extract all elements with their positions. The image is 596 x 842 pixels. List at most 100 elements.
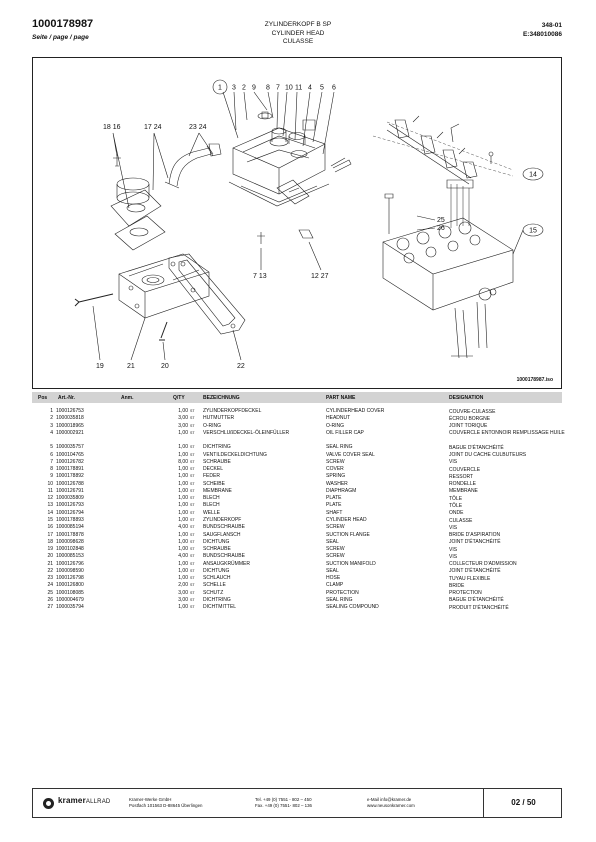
callout-label: 2 [242,85,246,92]
kramer-logo: kramerALLRAD [33,789,121,817]
row-article-number: 1000178893 [56,517,84,523]
callout-label: 11 [295,85,302,92]
row-name-french: TUYAU FLEXIBLE [449,575,491,582]
row-quantity: 1,00 [178,466,188,473]
row-pos: 8 [50,466,53,473]
row-name-french: ÉCROU BORGNE [449,415,491,422]
exploded-view-figure: 1 3 2 9 8 7 10 11 4 5 6 18 16 17 24 23 2… [32,57,562,389]
rocker-shaft-group [386,115,494,185]
row-name-english: DIAPHRAGM [326,487,357,494]
row-article-number: 1000098590 [56,567,84,574]
row-article-number: 1000035818 [56,415,84,422]
row-article-number: 1000178878 [56,531,84,538]
footer-address: Kramer-Werke GmbH Postfach 101563 D-8864… [129,797,202,809]
row-name-german: SCHRAUBE [203,458,231,465]
doc-ref: E:348010086 [522,31,562,38]
row-quantity: 3,00 [178,596,188,603]
callout-row-top: 1 3 2 9 8 7 10 11 4 5 6 [212,79,336,155]
row-article-number: 1000098628 [56,538,84,545]
row-name-french: COLLECTEUR D'ADMISSION [449,561,517,568]
row-unit: ST [190,554,195,559]
row-pos: 27 [47,604,53,611]
row-name-german: VERSCHLUßDECKEL-ÖLEINFÜLLER [203,429,290,436]
row-quantity: 3,00 [178,589,188,596]
row-unit: ST [190,481,195,486]
row-article-number: 1000104765 [56,451,84,458]
row-quantity: 1,00 [178,546,188,553]
row-quantity: 1,00 [178,560,188,567]
row-quantity: 2,00 [178,582,188,589]
row-pos: 25 [47,589,53,596]
row-name-english: COVER [326,466,344,473]
col-qty-header: Q/TY [173,395,185,401]
title-french: CULASSE [282,38,314,46]
row-name-english: SCREW [326,458,345,465]
row-name-english: PLATE [326,502,342,509]
row-article-number: 1000102848 [56,546,84,553]
row-name-english: SHAFT [326,509,343,516]
row-name-french: BRIDE D'ASPIRATION [449,532,501,539]
row-name-german: DECKEL [203,466,224,473]
callout-22: 22 [237,363,245,370]
row-name-english: SUCTION FLANGE [326,531,370,538]
row-name-french: MEMBRANE [449,488,478,495]
row-name-french: RONDELLE [449,481,476,488]
row-unit: ST [190,452,195,457]
row-unit: ST [190,597,195,602]
email: e-Mail info@kramer.de [367,797,412,802]
callout-label: 8 [266,85,270,92]
row-unit: ST [190,503,195,508]
row-name-english: HEADNUT [326,415,351,422]
row-article-number: 1000002921 [56,429,84,436]
telephone: Tel. +49 (0) 7551 - 802 – 450 [255,797,312,802]
row-name-french: BAGUE D'ÉTANCHÉITÉ [449,597,504,604]
row-unit: ST [190,409,195,413]
row-article-number: 1000126800 [56,582,84,589]
row-article-number: 1000126798 [56,575,84,582]
intake-manifold-group [118,253,210,319]
row-unit: ST [190,430,195,435]
row-name-german: SAUGFLANSCH [203,531,241,538]
row-name-english: SCREW [326,524,345,531]
row-quantity: 1,00 [178,502,188,509]
row-quantity: 1,00 [178,451,188,458]
row-quantity: 4,00 [178,524,188,531]
row-name-german: BUNDSCHRAUBE [203,553,245,560]
row-pos: 23 [47,575,53,582]
row-name-french: PRODUIT D'ÉTANCHÉITÉ [449,604,509,611]
row-name-english: CYLINDER HEAD [326,517,367,523]
kramer-wordmark: kramerALLRAD [58,796,111,806]
col-en-header: PART NAME [326,395,356,401]
row-name-german: VENTILDECKELDICHTUNG [203,451,267,458]
row-pos: 14 [47,509,53,516]
row-unit: ST [190,547,195,552]
row-name-french: TÔLE [449,495,463,502]
page-label: Seite / page / page [32,34,89,41]
row-pos: 2 [50,415,53,422]
row-name-english: PLATE [326,495,342,502]
row-article-number: 1000035809 [56,495,84,502]
part-number: 1000178987 [32,18,94,30]
row-name-german: DICHTMITTEL [203,604,237,611]
cylinder-head-group [382,179,514,359]
row-name-english: CYLINDERHEAD COVER [326,408,385,414]
row-name-french: COUVERCLE [449,466,481,473]
row-name-english: O-RING [326,422,345,429]
row-name-french: PROTECTION [449,590,482,597]
row-name-english: OIL FILLER CAP [326,429,364,436]
row-name-french: VIS [449,553,458,560]
row-pos: 13 [47,502,53,509]
page-number: 02 / 50 [483,789,563,817]
row-name-german: DICHTUNG [203,538,230,545]
row-quantity: 1,00 [178,473,188,480]
row-article-number: 1000178892 [56,473,84,480]
callout-12-27: 12 27 [311,273,329,280]
